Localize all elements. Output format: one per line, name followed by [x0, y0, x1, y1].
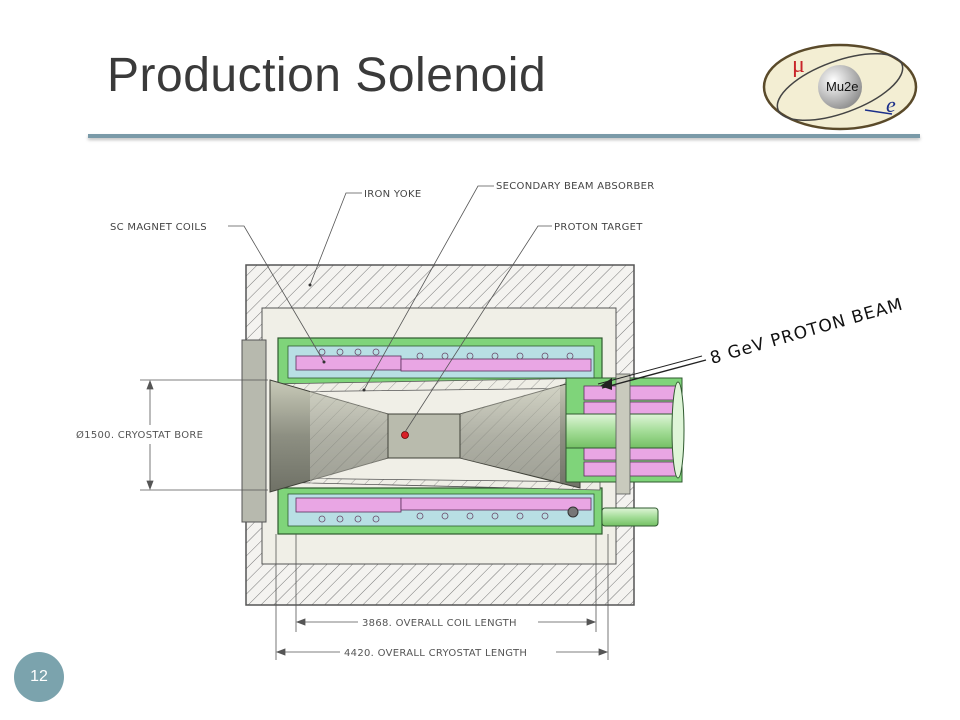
- secondary-beam-absorber: [269, 377, 601, 493]
- label-coil-length: 3868. OVERALL COIL LENGTH: [362, 618, 517, 629]
- label-cryostat-length: 4420. OVERALL CRYOSTAT LENGTH: [344, 648, 527, 659]
- logo-e: e: [886, 92, 896, 117]
- end-flange: [241, 339, 267, 523]
- page-number-badge: 12: [14, 652, 64, 702]
- transport-solenoid-stub: [565, 373, 685, 527]
- bore-dimension: [140, 379, 268, 491]
- coil-length-dimension: [295, 534, 597, 632]
- cryostat-bottom: [277, 487, 603, 535]
- label-cryostat-bore: Ø1500. CRYOSTAT BORE: [76, 429, 203, 441]
- logo-text: Mu2e: [826, 79, 859, 94]
- cryostat-top: [277, 337, 603, 385]
- label-secondary-beam-absorber: SECONDARY BEAM ABSORBER: [496, 181, 655, 192]
- logo-mu: μ: [792, 52, 805, 78]
- coil-windings: [318, 348, 574, 523]
- proton-beam-label: 8 GeV PROTON BEAM: [708, 294, 906, 368]
- leader-lines: [228, 185, 552, 433]
- label-proton-target: PROTON TARGET: [554, 222, 643, 233]
- mu2e-logo: Mu2e μ e: [760, 42, 920, 132]
- slide-title: Production Solenoid: [107, 49, 547, 102]
- proton-beam-line: [597, 355, 707, 390]
- label-iron-yoke: IRON YOKE: [364, 189, 421, 200]
- label-sc-magnet-coils: SC MAGNET COILS: [110, 222, 207, 233]
- proton-target: [401, 431, 409, 439]
- title-divider: [88, 134, 920, 138]
- cryostat-length-dimension: [275, 534, 609, 660]
